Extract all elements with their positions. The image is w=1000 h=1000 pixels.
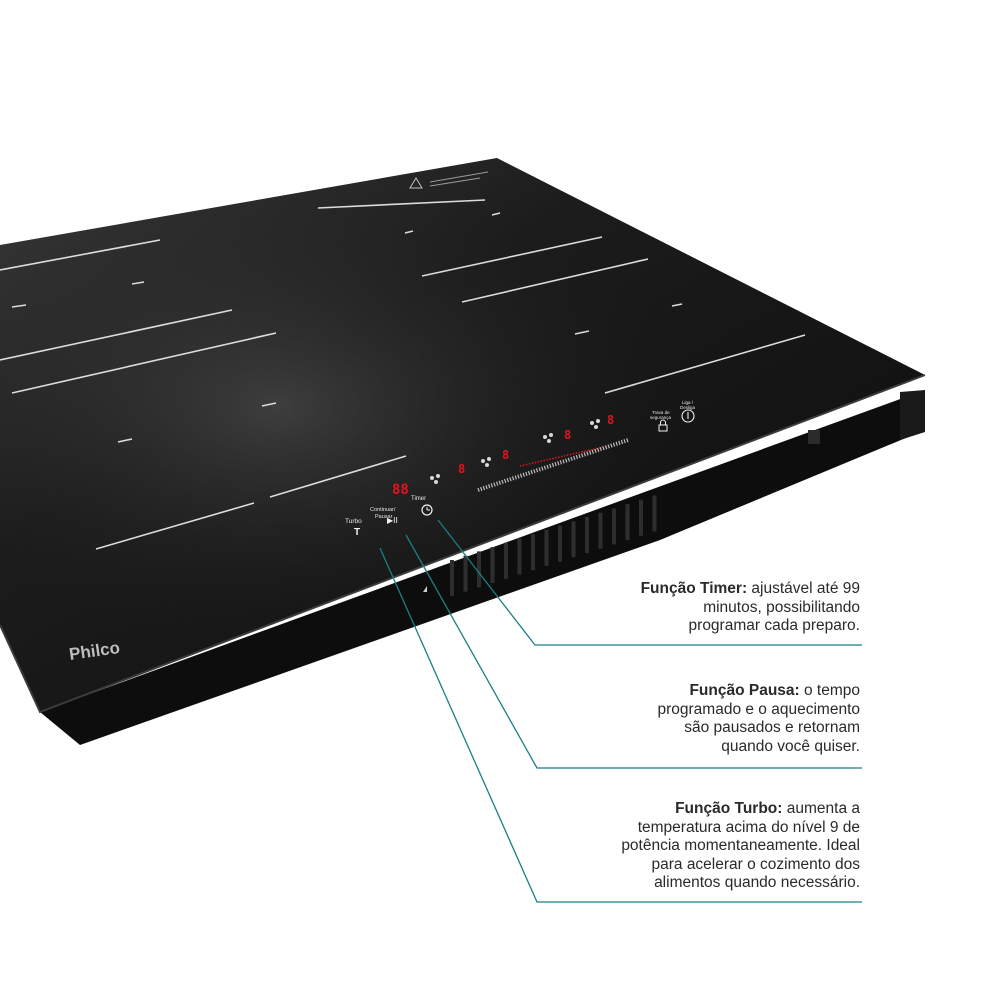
power-slider[interactable] xyxy=(477,438,629,492)
timer-icon[interactable] xyxy=(421,504,433,516)
callout-turbo-text: alimentos quando necessário. xyxy=(654,874,860,891)
lock-label-line2: segurança xyxy=(650,415,672,420)
leader-line-pausa xyxy=(405,534,862,769)
vent-slot xyxy=(544,529,549,566)
fan-icon xyxy=(590,419,600,429)
callout-timer-title: Função Timer: xyxy=(640,580,748,597)
callout-turbo-text: temperatura acima do nível 9 de xyxy=(637,818,860,836)
vent-slot xyxy=(517,538,522,575)
power-label-line1: Liga / xyxy=(682,400,694,405)
turbo-label: Turbo xyxy=(345,518,362,525)
zone-display-1: 8 xyxy=(458,462,465,476)
callout-timer: Função Timer: ajustável até 99 minutos, … xyxy=(641,580,860,636)
warning-label xyxy=(409,171,489,189)
callout-pausa-text: o tempo xyxy=(799,682,860,699)
power-icon[interactable] xyxy=(681,409,695,423)
callout-timer-text: programar cada preparo. xyxy=(688,617,860,634)
callout-pausa-text: quando você quiser. xyxy=(721,737,860,755)
zone-display-2: 8 xyxy=(502,448,509,462)
callout-turbo-text: para acelerar o cozimento dos xyxy=(651,855,860,873)
vent-slot xyxy=(652,495,657,532)
level-indicator-strip xyxy=(519,445,609,467)
callout-pausa-text: programado e o aquecimento xyxy=(657,700,861,718)
callout-timer-text: minutos, possibilitando xyxy=(703,598,860,616)
callout-turbo-text: potência momentaneamente. Ideal xyxy=(621,837,860,854)
vent-slot xyxy=(639,499,643,536)
timer-label: Timer xyxy=(411,496,426,502)
zone-display-4: 8 xyxy=(607,413,614,427)
vent-slot xyxy=(504,542,508,579)
fan-icon xyxy=(543,433,553,443)
callout-pausa-title: Função Pausa: xyxy=(689,682,800,699)
leader-line-timer xyxy=(437,519,862,646)
vent-slot xyxy=(612,508,616,545)
lock-icon[interactable] xyxy=(658,419,668,432)
front-arrow-marker xyxy=(423,586,427,592)
zone-display-3: 8 xyxy=(564,428,571,442)
vent-grille xyxy=(450,495,657,596)
pause-play-icon[interactable]: ▶II xyxy=(387,516,398,525)
glass-top xyxy=(0,158,926,714)
vent-slot xyxy=(585,517,589,553)
vent-slot xyxy=(450,560,454,596)
callout-pausa-text: são pausados e retornam xyxy=(684,719,860,736)
control-panel: Turbo T Continuar/ Pausar ▶II Timer 88 8… xyxy=(345,400,696,538)
pause-label-line1: Continuar/ xyxy=(370,507,396,513)
vent-slot xyxy=(477,551,481,588)
vent-slot xyxy=(571,521,576,558)
callout-turbo-title: Função Turbo: xyxy=(675,800,783,817)
vent-slot xyxy=(490,547,495,584)
vent-slot xyxy=(558,525,562,562)
fan-icon xyxy=(481,457,491,467)
vent-slot xyxy=(463,555,468,592)
fan-icon xyxy=(430,474,440,484)
vent-slot xyxy=(598,512,603,549)
callout-pausa: Função Pausa: o tempo programado e o aqu… xyxy=(658,682,861,756)
callout-timer-text: ajustável até 99 xyxy=(747,580,860,597)
vent-slot xyxy=(531,534,535,571)
vent-slot xyxy=(625,504,630,541)
timer-display: 88 xyxy=(392,482,409,498)
turbo-symbol[interactable]: T xyxy=(354,527,360,538)
power-label-line2: Desliga xyxy=(680,405,696,410)
zone-markings xyxy=(0,199,806,550)
cooktop-body xyxy=(40,390,925,745)
leader-lines xyxy=(379,519,862,903)
pause-label-line2: Pausar xyxy=(375,514,393,520)
lock-label-line1: Trava de xyxy=(652,410,670,415)
callout-turbo-text: aumenta a xyxy=(782,800,860,817)
leader-line-turbo xyxy=(379,547,862,903)
callout-turbo: Função Turbo: aumenta a temperatura acim… xyxy=(621,800,860,893)
